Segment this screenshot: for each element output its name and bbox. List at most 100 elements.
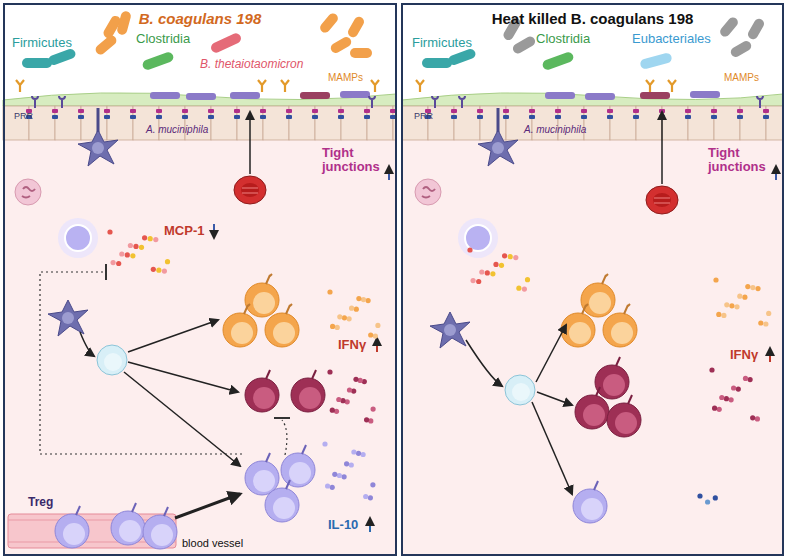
cytokine-dot: [371, 407, 376, 412]
cytokine-dot: [347, 316, 352, 321]
cytokine-dot: [479, 269, 484, 274]
illustration-part: [245, 274, 279, 317]
cytokine-dot: [133, 244, 138, 249]
tight-junction: [633, 109, 639, 113]
cytokine-dot: [513, 255, 518, 260]
illustration-part: [536, 325, 566, 382]
cytokine-dot: [709, 367, 714, 372]
cytokine-dot: [116, 261, 121, 266]
illustration-part: [300, 92, 330, 99]
cytokine-dot: [750, 285, 755, 290]
panel-title: Heat killed B. coagulans 198: [403, 10, 782, 27]
illustration-part: [775, 166, 777, 180]
illustration-part: [430, 312, 470, 348]
cytokine-dot: [766, 311, 771, 316]
illustration-part: [318, 11, 340, 34]
cytokine-dot: [370, 482, 375, 487]
cytokine-dot: [361, 452, 366, 457]
illustration-part: [402, 3, 783, 556]
illustration-part: [3, 140, 396, 556]
illustration-part: [639, 52, 672, 70]
cytokine-dot: [342, 315, 347, 320]
illustration-part: [603, 304, 637, 347]
tight-junction: [156, 115, 162, 119]
tight-junction: [685, 109, 691, 113]
cytokine-dot: [327, 369, 332, 374]
tight-junction: [312, 109, 318, 113]
cytokine-dot: [130, 253, 135, 258]
cytokine-dot: [717, 407, 722, 412]
cytokine-dot: [763, 321, 768, 326]
cytokine-dot: [353, 377, 358, 382]
text-label: IFNγ: [730, 348, 758, 362]
tight-junction: [607, 115, 613, 119]
tight-junction: [338, 115, 344, 119]
illustration-part: [537, 392, 572, 405]
tight-junction: [364, 115, 370, 119]
tight-junction: [78, 109, 84, 113]
epithelial-cell: [315, 106, 341, 140]
illustration-part: [150, 92, 180, 99]
cytokine-dot: [729, 397, 734, 402]
illustration-part: [369, 518, 371, 532]
illustration-part: [265, 304, 299, 347]
illustration-part: [458, 218, 498, 258]
illustration-part: [466, 340, 502, 386]
illustration-part: [32, 96, 38, 108]
text-label: MAMPs: [328, 72, 363, 83]
illustration-part: [258, 80, 266, 92]
text-label: B. thetaiotaomicron: [200, 58, 303, 71]
tight-junction: [52, 109, 58, 113]
tight-junction: [737, 109, 743, 113]
illustration-part: [447, 48, 477, 67]
cytokine-dot: [734, 304, 739, 309]
text-label: MAMPs: [724, 72, 759, 83]
cytokine-dot: [742, 295, 747, 300]
text-label: PRR: [14, 112, 33, 122]
illustration-part: [607, 395, 641, 437]
illustration-part: [274, 417, 290, 419]
tight-junction: [685, 115, 691, 119]
cytokine-dot: [336, 397, 341, 402]
illustration-part: [291, 370, 325, 412]
illustration-part: [505, 375, 535, 405]
illustration-part: [245, 453, 279, 495]
cytokine-dot: [165, 259, 170, 264]
text-label: Tight junctions: [322, 146, 386, 175]
illustration-part: [511, 35, 537, 56]
tight-junction: [312, 115, 318, 119]
epithelial-cell: [688, 106, 714, 140]
cytokine-dot: [713, 495, 718, 500]
illustration-part: [416, 80, 424, 92]
cytokine-dot: [750, 415, 755, 420]
tight-junction: [763, 109, 769, 113]
cytokine-dot: [736, 387, 741, 392]
cytokine-dot: [516, 286, 521, 291]
tight-junction: [182, 109, 188, 113]
illustration-part: [668, 80, 676, 92]
bacteria-right: [416, 15, 766, 108]
illustration-part: [78, 130, 118, 166]
illustration-part: [245, 370, 279, 412]
illustration-part: [646, 186, 678, 214]
text-label: Treg: [28, 496, 53, 509]
cytokine-dot: [363, 494, 368, 499]
illustration-part: [16, 80, 24, 92]
tight-junction: [737, 115, 743, 119]
epithelial-cell: [610, 106, 636, 140]
text-label: Tight junctions: [708, 146, 772, 175]
cytokine-dot: [758, 320, 763, 325]
tight-junction: [364, 109, 370, 113]
illustration-part: [97, 345, 127, 375]
tight-junction: [260, 115, 266, 119]
tight-junction: [711, 115, 717, 119]
epithelial-cell: [81, 106, 107, 140]
illustration-part: [97, 108, 100, 132]
cytokine-dot: [724, 302, 729, 307]
tight-junction: [208, 109, 214, 113]
illustration-part: [340, 91, 370, 98]
illustration-part: [230, 92, 260, 99]
